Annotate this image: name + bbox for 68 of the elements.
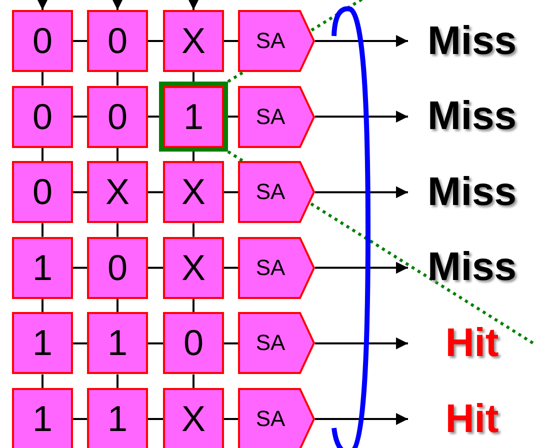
connector-line: [42, 148, 44, 162]
arrow: [315, 35, 408, 47]
result-text: Hit: [408, 394, 536, 444]
connector-line: [224, 418, 238, 420]
cell-box: 0: [12, 86, 73, 148]
connector-line: [192, 223, 194, 237]
arrow: [315, 110, 408, 123]
connector-line: [148, 191, 163, 194]
result-text: Miss: [408, 92, 536, 142]
arrow: [315, 262, 408, 274]
connector-line: [148, 418, 163, 420]
sense-amp-shape: SA: [238, 236, 315, 299]
cell-box: 0: [87, 236, 148, 299]
arrow: [188, 0, 200, 10]
sense-amp-shape: SA: [238, 161, 315, 224]
connector-line: [224, 191, 238, 194]
cell-box: X: [163, 161, 224, 224]
cell-box: 1: [12, 236, 73, 299]
connector-line: [148, 342, 163, 344]
arrow: [315, 413, 408, 425]
sense-amp-shape: SA: [238, 86, 315, 148]
connector-line: [224, 266, 238, 269]
result-text: Miss: [408, 242, 536, 293]
cell-box: 1: [12, 312, 73, 374]
cell-box: 0: [12, 10, 73, 72]
arrow: [315, 337, 408, 350]
connector-line: [42, 298, 44, 312]
cell-box: 0: [12, 161, 73, 224]
cell-box: 0: [163, 312, 224, 374]
connector-line: [148, 266, 163, 269]
cell-box: X: [87, 161, 148, 224]
result-text: Miss: [408, 16, 536, 66]
cell-box: 0: [87, 86, 148, 148]
cell-box: 1: [87, 312, 148, 374]
connector-line: [73, 418, 87, 420]
arrow: [315, 186, 408, 198]
connector-line: [42, 374, 44, 388]
connector-line: [42, 223, 44, 237]
cell-box: 0: [87, 10, 148, 72]
cell-box: 1: [163, 86, 224, 148]
sense-amp-shape: SA: [238, 10, 315, 72]
result-text: Hit: [408, 318, 536, 368]
connector-line: [224, 342, 238, 344]
cell-box: X: [163, 236, 224, 299]
result-text: Miss: [408, 167, 536, 218]
sense-amp-shape: SA: [238, 312, 315, 374]
connector-line: [116, 374, 118, 388]
connector-line: [116, 298, 118, 312]
connector-line: [224, 40, 238, 42]
sense-amp-shape: SA: [238, 388, 315, 448]
cell-box: 1: [12, 388, 73, 448]
cell-box: X: [163, 388, 224, 448]
connector-line: [192, 374, 194, 388]
connector-line: [73, 191, 87, 194]
connector-line: [73, 116, 87, 118]
arrow: [36, 0, 48, 10]
cell-box: 1: [87, 388, 148, 448]
connector-line: [116, 148, 118, 162]
connector-line: [116, 72, 118, 86]
connector-line: [148, 40, 163, 42]
connector-line: [73, 40, 87, 42]
arrow: [112, 0, 124, 10]
connector-line: [73, 342, 87, 344]
connector-line: [192, 298, 194, 312]
connector-line: [116, 223, 118, 237]
connector-line: [73, 266, 87, 269]
connector-line: [42, 72, 44, 86]
cell-box: X: [163, 10, 224, 72]
